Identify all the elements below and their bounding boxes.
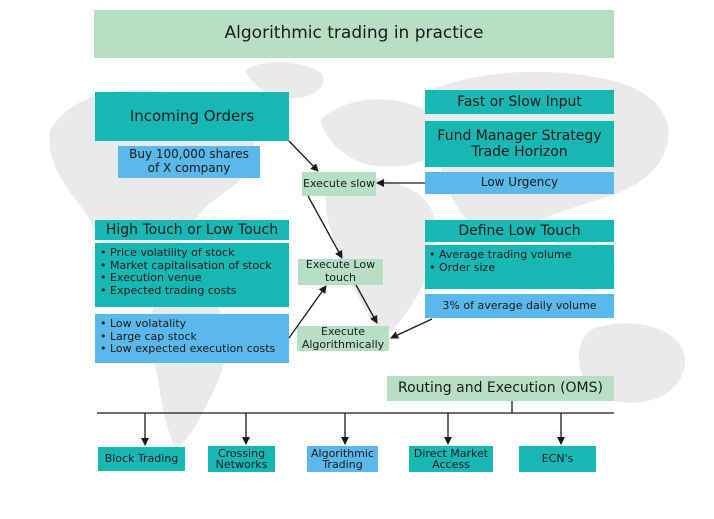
- define-item: Order size: [429, 261, 571, 275]
- fast-slow-heading: Fast or Slow Input: [425, 90, 614, 114]
- venue-direct-market-access: Direct Market Access: [409, 446, 493, 472]
- fund-manager-strategy: Fund Manager Strategy Trade Horizon: [425, 121, 614, 167]
- venue-algorithmic-trading: Algorithmic Trading: [307, 446, 378, 472]
- venue-ecns: ECN's: [519, 446, 596, 472]
- factor-item: Execution venue: [100, 272, 272, 285]
- high-low-touch-heading: High Touch or Low Touch: [95, 220, 289, 240]
- define-low-touch-items: Average trading volume Order size: [425, 245, 614, 289]
- define-low-touch-heading: Define Low Touch: [425, 220, 614, 242]
- high-low-touch-factors: Price volatility of stock Market capital…: [95, 243, 289, 307]
- execute-low-touch-box: Execute Low touch: [298, 259, 383, 285]
- routing-execution-box: Routing and Execution (OMS): [387, 376, 614, 401]
- daily-volume-box: 3% of average daily volume: [425, 294, 614, 318]
- venue-crossing-networks: Crossing Networks: [208, 446, 275, 472]
- low-urgency-box: Low Urgency: [425, 172, 614, 194]
- factor-item: Market capitalisation of stock: [100, 259, 272, 273]
- factor-item: Price volatility of stock: [100, 246, 272, 260]
- diagram-title: Algorithmic trading in practice: [94, 10, 614, 58]
- venue-block-trading: Block Trading: [98, 447, 185, 471]
- define-item: Average trading volume: [429, 248, 571, 262]
- condition-item: Low volatality: [100, 317, 275, 331]
- incoming-orders-heading: Incoming Orders: [95, 92, 289, 141]
- execute-slow-box: Execute slow: [302, 172, 376, 196]
- incoming-orders-detail: Buy 100,000 shares of X company: [118, 146, 260, 178]
- condition-item: Low expected execution costs: [100, 343, 275, 356]
- factor-item: Expected trading costs: [100, 284, 272, 298]
- low-touch-conditions: Low volatality Large cap stock Low expec…: [95, 314, 289, 363]
- execute-algorithmically-box: Execute Algorithmically: [297, 325, 389, 351]
- condition-item: Large cap stock: [100, 330, 275, 344]
